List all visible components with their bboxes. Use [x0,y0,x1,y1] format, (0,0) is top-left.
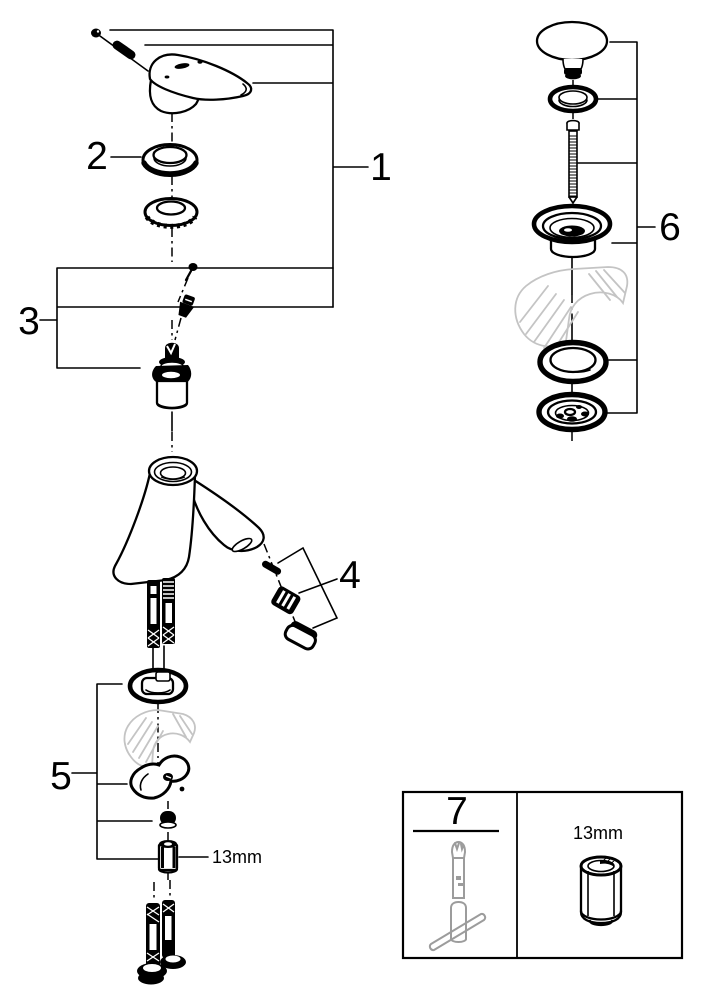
hex-nut-dimension-label: 13mm [212,847,262,867]
drain-screw [566,119,580,205]
callout-7-label: 7 [446,790,468,833]
ghost-gasket [123,709,196,768]
aerator-cap [283,621,318,651]
callout-5-label: 5 [50,755,72,798]
parts-box [401,790,684,960]
knurled-mounting-ring [143,197,199,229]
callout-bracket-4 [277,546,339,629]
drain-plug-cap [535,20,609,80]
handle-screw [91,28,149,72]
callout-bracket-6 [577,41,656,414]
cartridge-screw [177,263,198,303]
escutcheon-flange-ring [127,667,189,705]
drain-rubber-washer [537,339,609,385]
callout-2-label: 2 [86,135,108,178]
drain-seal-ring [547,84,599,114]
cartridge-valve-pin [174,294,195,341]
callout-bracket-5 [71,683,159,860]
callout-6-label: 6 [659,206,681,249]
callout-bracket-1 [109,29,369,308]
handle-lever [148,53,253,115]
supply-hoses [137,900,186,985]
aerator-insert [271,586,301,615]
callout-4-label: 4 [339,554,361,597]
callout-1-label: 1 [370,146,392,189]
hex-long-nut [157,840,179,874]
faucet-body [112,455,265,586]
box-nut-dimension-label: 13mm [573,823,623,843]
cartridge [152,342,192,410]
drain-flange [531,203,613,259]
spout-pin [262,560,282,575]
drain-locknut [536,391,608,433]
installation-tool [428,840,487,952]
mounting-studs [147,578,175,648]
socket-nut-13mm [579,855,623,927]
callout-3-label: 3 [18,300,40,343]
handle-cap-ring [141,143,199,177]
centerlines [152,80,574,901]
mounting-claw-bracket [129,754,191,800]
ghost-basin-section [514,266,629,351]
dome-nut [159,811,177,829]
